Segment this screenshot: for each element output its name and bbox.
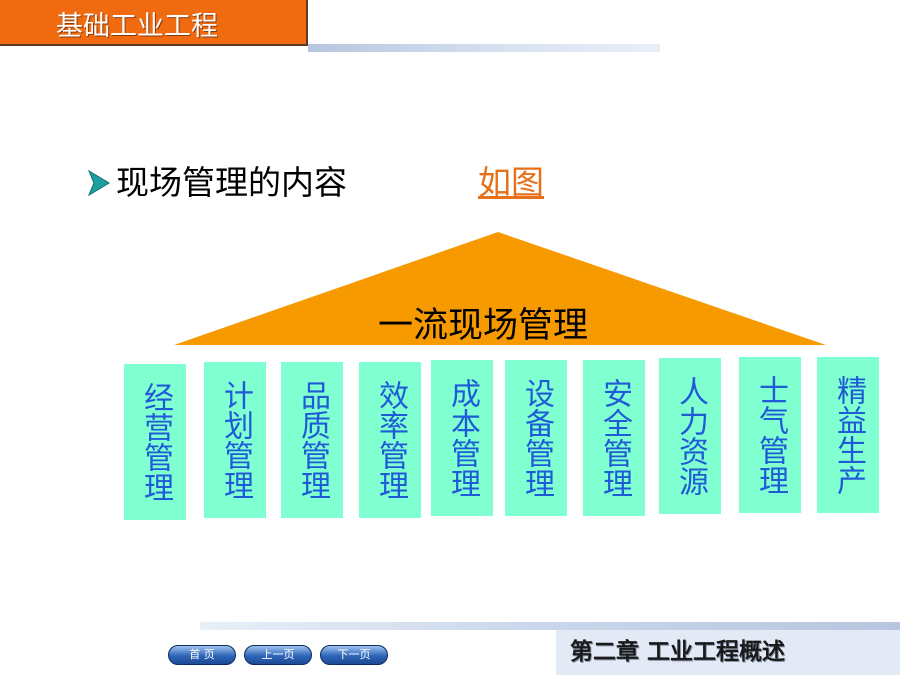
roof-triangle bbox=[174, 232, 826, 345]
pillar-label: 设备管理 bbox=[519, 378, 554, 498]
slide-title: 基础工业工程 bbox=[56, 11, 218, 42]
pillar-label: 精益生产 bbox=[831, 375, 866, 495]
pillar-label: 士气管理 bbox=[753, 375, 788, 495]
pillar-4: 效率管理 bbox=[359, 362, 421, 518]
pillar-label: 成本管理 bbox=[445, 378, 480, 498]
pillar-label: 计划管理 bbox=[218, 380, 253, 500]
pillar-2: 计划管理 bbox=[204, 362, 266, 518]
next-page-button[interactable]: 下一页 bbox=[320, 645, 388, 665]
pillar-label: 人力资源 bbox=[673, 376, 708, 496]
pillar-1: 经营管理 bbox=[124, 364, 186, 520]
pillar-10: 精益生产 bbox=[817, 357, 879, 513]
pillar-6: 设备管理 bbox=[505, 360, 567, 516]
home-page-button[interactable]: 首 页 bbox=[168, 645, 236, 665]
bullet-text: 现场管理的内容 bbox=[116, 163, 347, 202]
chapter-footer-box: 第二章 工业工程概述 bbox=[556, 630, 900, 675]
header-divider-bar bbox=[308, 44, 660, 52]
chapter-title: 第二章 工业工程概述 bbox=[570, 639, 786, 665]
pillar-label: 效率管理 bbox=[373, 380, 408, 500]
pillar-7: 安全管理 bbox=[583, 360, 645, 516]
pillar-label: 经营管理 bbox=[138, 382, 173, 502]
pillar-3: 品质管理 bbox=[281, 362, 343, 518]
footer-divider-bar bbox=[200, 622, 900, 630]
pillar-9: 士气管理 bbox=[739, 357, 801, 513]
previous-page-button[interactable]: 上一页 bbox=[244, 645, 312, 665]
slide-title-box: 基础工业工程 bbox=[0, 0, 308, 46]
pillar-8: 人力资源 bbox=[659, 358, 721, 514]
roof-label: 一流现场管理 bbox=[378, 306, 589, 346]
see-figure-link[interactable]: 如图 bbox=[478, 163, 544, 202]
pillar-5: 成本管理 bbox=[431, 360, 493, 516]
pillar-label: 安全管理 bbox=[597, 378, 632, 498]
bullet-arrow-icon bbox=[87, 169, 110, 197]
pillar-label: 品质管理 bbox=[295, 380, 330, 500]
